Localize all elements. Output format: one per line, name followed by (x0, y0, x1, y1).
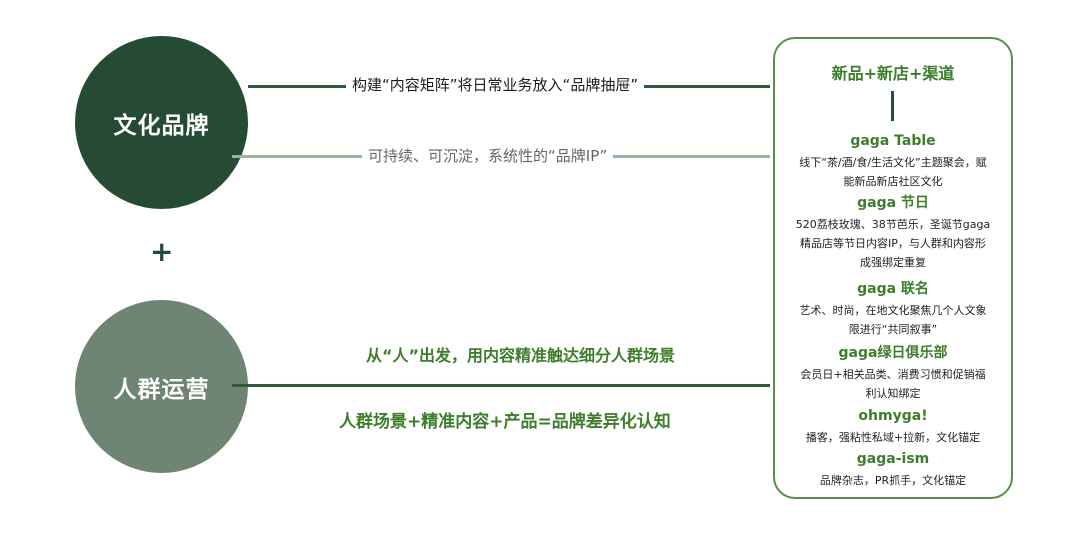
item-desc-line: 线下“茶/酒/食/生活文化”主题聚会，赋 (799, 156, 987, 169)
item-desc-line: 会员日+相关品类、消费习惯和促销福 (800, 368, 986, 381)
item-desc-line: 播客，强粘性私域+拉新，文化锚定 (805, 431, 981, 444)
item-desc-line: 利认知绑定 (865, 387, 921, 400)
item-desc: 品牌杂志，PR抓手，文化锚定 (783, 471, 1003, 490)
panel-item-green-day-club: gaga绿日俱乐部 会员日+相关品类、消费习惯和促销福 利认知绑定 (783, 343, 1003, 403)
item-desc-line: 精品店等节日内容IP，与人群和内容形 (800, 237, 986, 250)
panel-item-ohmyga: ohmyga! 播客，强粘性私域+拉新，文化锚定 (783, 406, 1003, 447)
item-title: gaga-ism (856, 451, 930, 467)
item-desc-line: 成强绑定重复 (860, 256, 926, 269)
brand-ip-label: 可持续、可沉淀，系统性的“品牌IP” (362, 145, 614, 166)
item-desc-line: 艺术、时尚，在地文化聚焦几个人文象 (799, 304, 987, 317)
item-desc: 播客，强粘性私域+拉新，文化锚定 (783, 428, 1003, 447)
panel-divider (891, 91, 894, 121)
item-title: ohmyga! (858, 408, 928, 424)
panel-title: 新品+新店+渠道 (831, 64, 955, 83)
brand-culture-label: 文化品牌 (113, 112, 210, 139)
crowd-operation-label: 人群运营 (113, 376, 210, 403)
item-title: gaga 联名 (857, 281, 929, 297)
item-desc-line: 能新品新店社区文化 (843, 175, 943, 188)
plus-sign: + (150, 235, 174, 268)
crowd-formula-label: 人群场景+精准内容+产品=品牌差异化认知 (333, 407, 677, 432)
crowd-start-label: 从“人”出发，用内容精准触达细分人群场景 (360, 342, 682, 366)
panel-item-gaga-festival: gaga 节日 520荔枝玫瑰、38节芭乐，圣诞节gaga 精品店等节日内容IP… (783, 193, 1003, 272)
item-desc-line: 限进行“共同叙事” (848, 323, 938, 336)
item-desc-line: 520荔枝玫瑰、38节芭乐，圣诞节gaga (795, 218, 991, 231)
panel-item-gaga-collab: gaga 联名 艺术、时尚，在地文化聚焦几个人文象 限进行“共同叙事” (783, 279, 1003, 339)
item-desc: 线下“茶/酒/食/生活文化”主题聚会，赋 能新品新店社区文化 (783, 153, 1003, 191)
item-desc: 520荔枝玫瑰、38节芭乐，圣诞节gaga 精品店等节日内容IP，与人群和内容形… (783, 215, 1003, 272)
crowd-operation-circle: 人群运营 (75, 300, 248, 473)
channel-panel: 新品+新店+渠道 gaga Table 线下“茶/酒/食/生活文化”主题聚会，赋… (773, 37, 1013, 499)
brand-culture-circle: 文化品牌 (75, 36, 248, 209)
item-desc: 会员日+相关品类、消费习惯和促销福 利认知绑定 (783, 365, 1003, 403)
panel-item-gaga-ism: gaga-ism 品牌杂志，PR抓手，文化锚定 (783, 449, 1003, 490)
panel-item-gaga-table: gaga Table 线下“茶/酒/食/生活文化”主题聚会，赋 能新品新店社区文… (783, 131, 1003, 191)
item-desc: 艺术、时尚，在地文化聚焦几个人文象 限进行“共同叙事” (783, 301, 1003, 339)
item-desc-line: 品牌杂志，PR抓手，文化锚定 (819, 474, 967, 487)
item-title: gaga Table (850, 133, 936, 149)
item-title: gaga 节日 (857, 195, 929, 211)
item-title: gaga绿日俱乐部 (838, 345, 948, 361)
connector-line-crowd (232, 384, 770, 387)
content-matrix-label: 构建“内容矩阵”将日常业务放入“品牌抽屉” (346, 74, 645, 95)
